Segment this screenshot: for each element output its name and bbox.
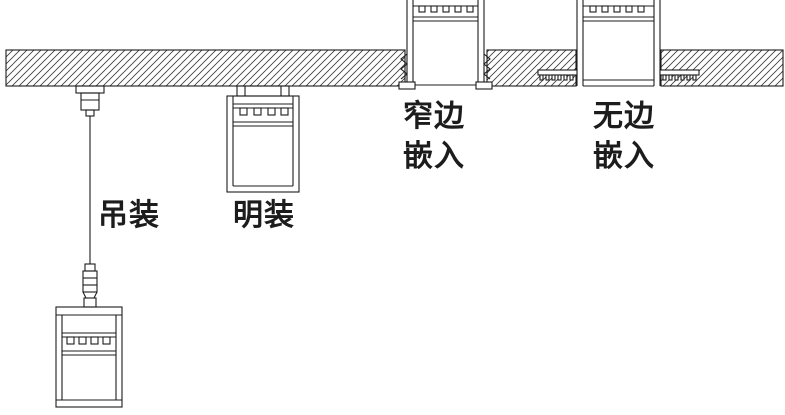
led-strip <box>233 103 293 127</box>
label-surface: 明装 <box>233 199 295 232</box>
ceiling-slab-middle <box>486 49 577 87</box>
canopy-body <box>80 92 100 111</box>
led-strip <box>583 5 654 22</box>
ceiling-slab-right <box>660 49 784 87</box>
cable-gripper-body <box>82 270 98 293</box>
spring-clip-left <box>400 53 408 80</box>
led-strip <box>413 5 478 22</box>
label-trimless-recessed: 无边 嵌入 <box>593 100 655 173</box>
plaster-flange-left <box>537 69 578 81</box>
spring-clip-right <box>483 53 491 80</box>
canopy-flange <box>75 85 105 94</box>
trimless-recessed-fixture <box>537 0 700 87</box>
profile-body <box>226 95 300 193</box>
label-suspended: 吊装 <box>98 199 160 232</box>
cable-gripper-cap <box>84 263 96 272</box>
trim-flange-left <box>398 81 416 90</box>
narrow-recessed-fixture <box>398 0 493 90</box>
surface-fixture <box>226 85 300 193</box>
led-strip <box>62 332 116 356</box>
profile-body <box>55 306 123 408</box>
label-narrow-recessed: 窄边 嵌入 <box>403 100 465 173</box>
canopy-stem <box>85 109 95 117</box>
plaster-flange-right <box>659 69 700 81</box>
ceiling <box>5 49 784 87</box>
suspended-fixture <box>55 85 123 408</box>
trim-flange-right <box>475 81 493 90</box>
profile-hanger-bracket <box>83 297 97 308</box>
ceiling-slab-left <box>5 49 406 87</box>
